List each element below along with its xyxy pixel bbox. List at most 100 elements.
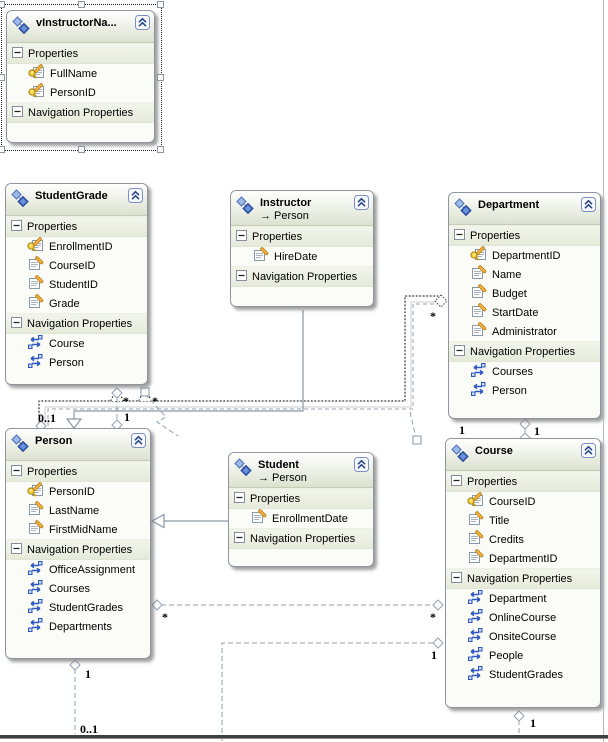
property-row[interactable]: PersonID — [6, 482, 150, 501]
entity-header[interactable]: Person — [6, 429, 150, 461]
nav-property-row[interactable]: OfficeAssignment — [6, 560, 150, 579]
entity-Instructor[interactable]: Instructor →Person Properties HireDate — [230, 190, 374, 307]
property-row[interactable]: StudentID — [6, 275, 147, 294]
section-header-properties[interactable]: Properties — [231, 226, 373, 247]
connector-association-course-department-corner[interactable] — [409, 411, 417, 439]
property-row[interactable]: Title — [446, 511, 600, 530]
section-header-properties[interactable]: Properties — [6, 216, 147, 237]
nav-property-row[interactable]: Person — [6, 353, 147, 372]
connector-association-studentgrade-course[interactable] — [144, 393, 179, 437]
entity-vInstructorName[interactable]: vInstructorNa... Properties FullName — [6, 10, 155, 143]
section-header-navigation-properties[interactable]: Navigation Properties — [6, 539, 150, 560]
property-row[interactable]: LastName — [6, 501, 150, 520]
property-row[interactable]: Name — [449, 265, 600, 284]
entity-header[interactable]: vInstructorNa... — [7, 11, 154, 43]
minus-box-icon[interactable] — [236, 269, 247, 284]
nav-property-row[interactable]: OnsiteCourse — [446, 627, 600, 646]
entity-StudentGrade[interactable]: StudentGrade Properties EnrollmentID — [5, 183, 148, 385]
nav-property-row[interactable]: Person — [449, 381, 600, 400]
nav-property-row[interactable]: People — [446, 646, 600, 665]
section-header-properties[interactable]: Properties — [6, 461, 150, 482]
minus-box-icon[interactable] — [451, 571, 462, 586]
selection-handle[interactable] — [0, 73, 5, 81]
connector-association-person-department-dashed[interactable] — [47, 303, 441, 426]
property-row[interactable]: HireDate — [231, 247, 373, 266]
minus-box-icon[interactable] — [11, 316, 22, 331]
nav-property-row[interactable]: Courses — [449, 362, 600, 381]
section-header-properties[interactable]: Properties — [7, 43, 154, 64]
section-header-navigation-properties[interactable]: Navigation Properties — [231, 266, 373, 287]
section-header-properties[interactable]: Properties — [229, 488, 373, 509]
section-header-navigation-properties[interactable]: Navigation Properties — [6, 313, 147, 334]
nav-property-row[interactable]: Course — [6, 334, 147, 353]
property-row[interactable]: CourseID — [6, 256, 147, 275]
collapse-entity-button[interactable] — [354, 195, 369, 215]
nav-property-row[interactable]: Department — [446, 589, 600, 608]
selection-handle[interactable] — [77, 146, 85, 153]
selection-handle[interactable] — [0, 1, 5, 8]
minus-box-icon[interactable] — [236, 229, 247, 244]
property-row[interactable]: Budget — [449, 284, 600, 303]
collapse-entity-button[interactable] — [354, 457, 369, 477]
collapse-chevrons-icon — [581, 443, 596, 458]
section-header-navigation-properties[interactable]: Navigation Properties — [449, 341, 600, 362]
collapse-entity-button[interactable] — [128, 188, 143, 208]
entity-Person[interactable]: Person Properties PersonID — [5, 428, 151, 659]
collapse-entity-button[interactable] — [581, 443, 596, 463]
connector-inheritance-instructor-person[interactable] — [73, 310, 304, 419]
property-row[interactable]: PersonID — [7, 83, 154, 102]
section-header-properties[interactable]: Properties — [449, 225, 600, 246]
property-row[interactable]: Administrator — [449, 322, 600, 341]
property-row[interactable]: EnrollmentID — [6, 237, 147, 256]
selection-handle[interactable] — [77, 1, 85, 8]
minus-box-icon[interactable] — [454, 228, 465, 243]
section-header-navigation-properties[interactable]: Navigation Properties — [7, 102, 154, 123]
minus-box-icon[interactable] — [11, 464, 22, 479]
connector-association-onlinecourse-course[interactable] — [221, 642, 437, 741]
minus-box-icon[interactable] — [451, 474, 462, 489]
entity-Department[interactable]: Department Properties DepartmentID — [448, 192, 601, 419]
property-row[interactable]: StartDate — [449, 303, 600, 322]
minus-box-icon[interactable] — [234, 491, 245, 506]
square-handle[interactable] — [412, 435, 422, 445]
entity-Course[interactable]: Course Properties CourseID — [445, 438, 601, 708]
property-row[interactable]: FirstMidName — [6, 520, 150, 539]
entity-header[interactable]: Student →Person — [229, 453, 373, 488]
section-header-navigation-properties[interactable]: Navigation Properties — [446, 568, 600, 589]
property-row[interactable]: Grade — [6, 294, 147, 313]
minus-box-icon[interactable] — [234, 531, 245, 546]
entity-Student[interactable]: Student →Person Properties EnrollmentDat… — [228, 452, 374, 567]
nav-property-row[interactable]: Departments — [6, 617, 150, 636]
collapse-entity-button[interactable] — [131, 433, 146, 453]
square-handle[interactable] — [140, 387, 150, 397]
property-row[interactable]: DepartmentID — [449, 246, 600, 265]
nav-property-row[interactable]: Courses — [6, 579, 150, 598]
nav-property-row[interactable]: StudentGrades — [446, 665, 600, 684]
selection-handle[interactable] — [157, 1, 164, 8]
minus-box-icon[interactable] — [11, 219, 22, 234]
entity-header[interactable]: Instructor →Person — [231, 191, 373, 226]
minus-box-icon[interactable] — [11, 542, 22, 557]
property-row[interactable]: EnrollmentDate — [229, 509, 373, 528]
minus-box-icon[interactable] — [12, 105, 23, 120]
collapse-entity-button[interactable] — [135, 15, 150, 35]
property-row[interactable]: FullName — [7, 64, 154, 83]
property-row[interactable]: DepartmentID — [446, 549, 600, 568]
connector-association-person-department[interactable] — [38, 295, 438, 423]
entity-header[interactable]: Course — [446, 439, 600, 471]
section-header-properties[interactable]: Properties — [446, 471, 600, 492]
property-row[interactable]: CourseID — [446, 492, 600, 511]
minus-box-icon[interactable] — [454, 344, 465, 359]
collapse-entity-button[interactable] — [581, 197, 596, 217]
entity-header[interactable]: Department — [449, 193, 600, 225]
section-header-navigation-properties[interactable]: Navigation Properties — [229, 528, 373, 549]
entity-header[interactable]: StudentGrade — [6, 184, 147, 216]
minus-box-icon[interactable] — [12, 46, 23, 61]
selection-handle[interactable] — [157, 146, 164, 153]
nav-property-row[interactable]: StudentGrades — [6, 598, 150, 617]
nav-property-row[interactable]: OnlineCourse — [446, 608, 600, 627]
selection-handle[interactable] — [0, 146, 5, 153]
property-row[interactable]: Credits — [446, 530, 600, 549]
selection-handle[interactable] — [157, 73, 164, 81]
